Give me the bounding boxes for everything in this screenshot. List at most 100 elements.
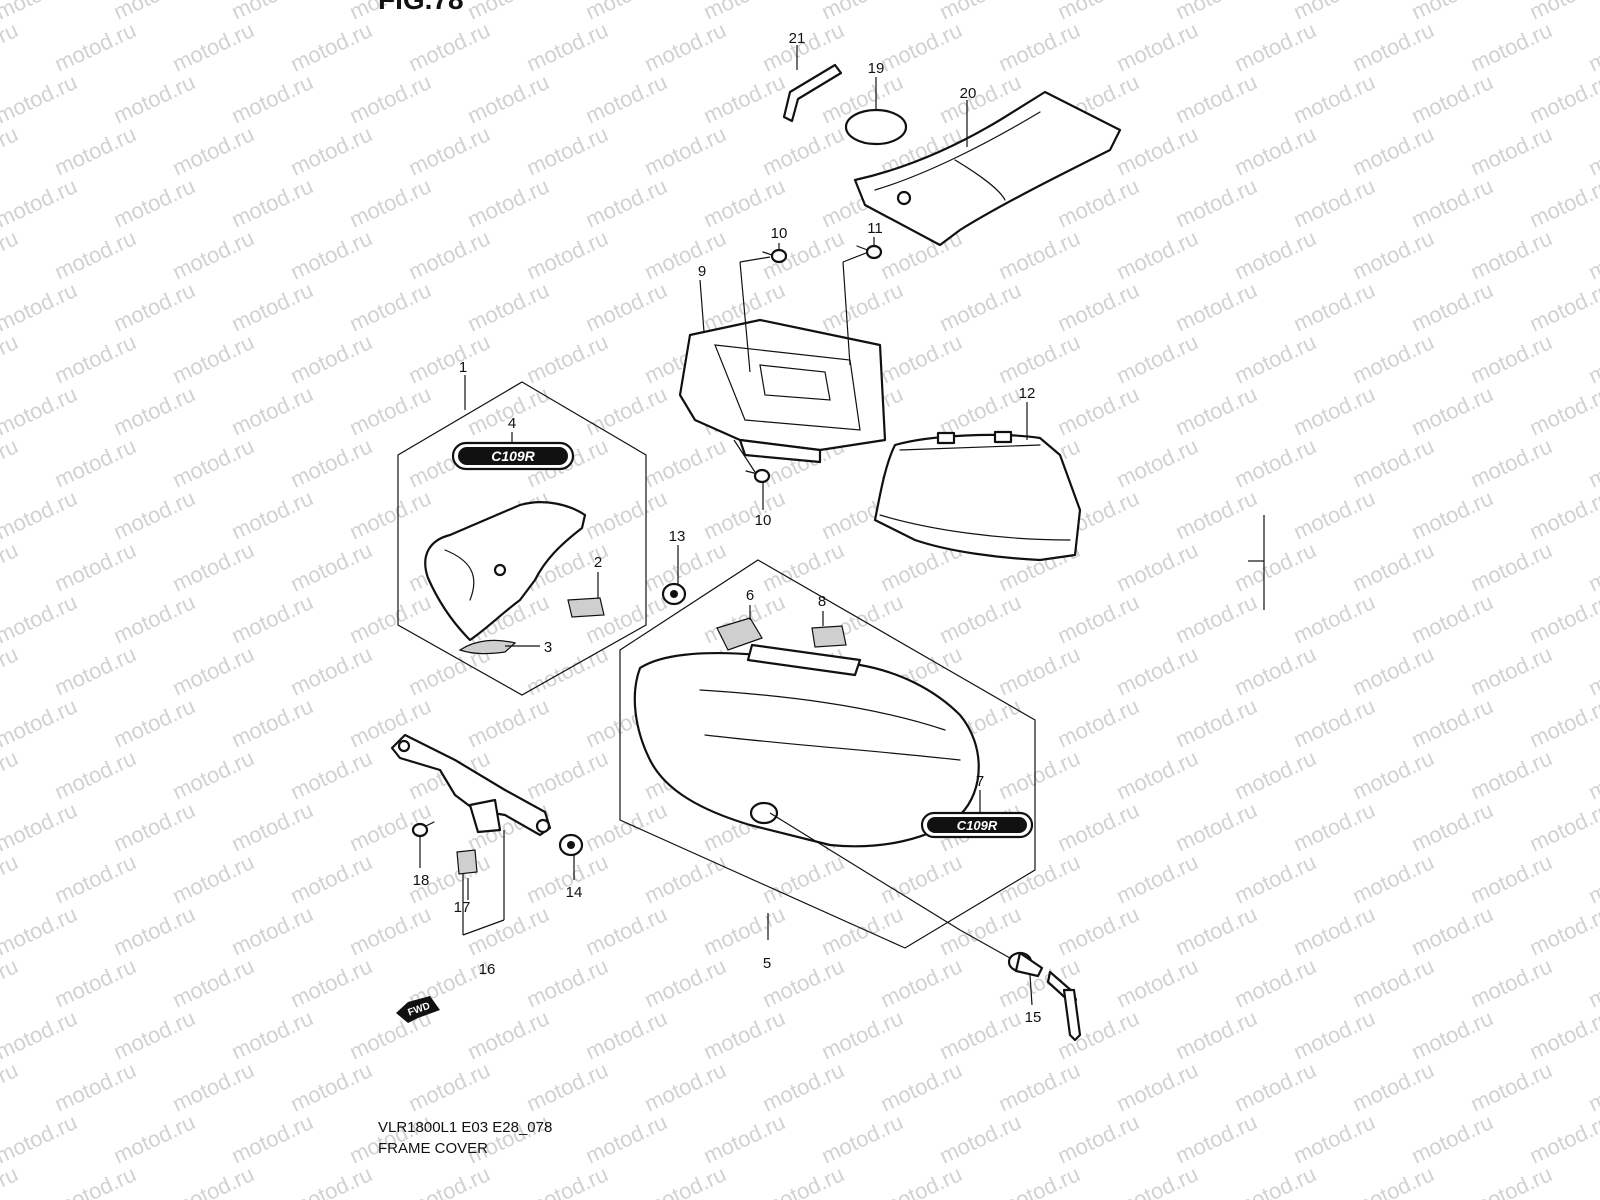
watermark-text: motod.ru <box>0 745 22 804</box>
watermark-text: motod.ru <box>1113 849 1202 908</box>
watermark-text: motod.ru <box>228 381 317 440</box>
watermark-text: motod.ru <box>228 797 317 856</box>
watermark-text: motod.ru <box>995 641 1084 700</box>
watermark-text: motod.ru <box>1526 277 1600 336</box>
watermark-text: motod.ru <box>228 1109 317 1168</box>
watermark-text: motod.ru <box>1349 953 1438 1012</box>
watermark-text: motod.ru <box>169 953 258 1012</box>
grommet-14-hole <box>567 841 575 849</box>
watermark-text: motod.ru <box>287 953 376 1012</box>
watermark-text: motod.ru <box>1585 1057 1600 1116</box>
watermark-text: motod.ru <box>169 1057 258 1116</box>
watermark-text: motod.ru <box>700 173 789 232</box>
watermark-text: motod.ru <box>1526 1109 1600 1168</box>
watermark-text: motod.ru <box>0 121 22 180</box>
watermark-text: motod.ru <box>0 953 22 1012</box>
watermark-text: motod.ru <box>1585 17 1600 76</box>
battery-cover-lower-edge <box>879 514 1071 541</box>
watermark-text: motod.ru <box>877 953 966 1012</box>
callout-15: 15 <box>1025 1009 1042 1026</box>
watermark-text: motod.ru <box>1172 589 1261 648</box>
watermark-text: motod.ru <box>110 277 199 336</box>
watermark-text: motod.ru <box>346 173 435 232</box>
callout-9: 9 <box>698 263 706 280</box>
watermark-text: motod.ru <box>700 901 789 960</box>
watermark-text: motod.ru <box>1408 69 1497 128</box>
leader-lines <box>419 45 1033 1006</box>
watermark-text: motod.ru <box>51 17 140 76</box>
watermark-text: motod.ru <box>1349 1161 1438 1200</box>
watermark-text: motod.ru <box>818 1109 907 1168</box>
watermark-text: motod.ru <box>110 1005 199 1064</box>
bracket-hole-2 <box>535 818 551 834</box>
watermark-text: motod.ru <box>1526 381 1600 440</box>
watermark-text: motod.ru <box>169 433 258 492</box>
watermark-text: motod.ru <box>1231 537 1320 596</box>
watermark-text: motod.ru <box>641 17 730 76</box>
watermark-text: motod.ru <box>1231 121 1320 180</box>
watermark-text: motod.ru <box>1585 953 1600 1012</box>
watermark-text: motod.ru <box>1408 381 1497 440</box>
watermark-text: motod.ru <box>818 901 907 960</box>
watermark-text: motod.ru <box>51 953 140 1012</box>
watermark-text: motod.ru <box>1467 849 1556 908</box>
watermark-text: motod.ru <box>51 433 140 492</box>
watermark-text: motod.ru <box>287 1161 376 1200</box>
callout-11: 11 <box>867 220 883 237</box>
watermark-text: motod.ru <box>1408 901 1497 960</box>
screw-18 <box>411 821 435 838</box>
watermark-text: motod.ru <box>1467 1057 1556 1116</box>
watermark-text: motod.ru <box>110 901 199 960</box>
watermark-text: motod.ru <box>995 225 1084 284</box>
watermark-text: motod.ru <box>523 329 612 388</box>
watermark-text: motod.ru <box>1231 329 1320 388</box>
battery-cover-clip-2 <box>993 430 1013 444</box>
watermark-text: motod.ru <box>110 173 199 232</box>
watermark-text: motod.ru <box>1408 693 1497 752</box>
watermark-text: motod.ru <box>464 1005 553 1064</box>
kit-outline-1 <box>397 381 647 696</box>
watermark-text: motod.ru <box>1408 1109 1497 1168</box>
watermark-text: motod.ru <box>169 225 258 284</box>
watermark-text: motod.ru <box>1408 589 1497 648</box>
diagram-code: VLR1800L1 E03 E28_078 <box>378 1119 553 1136</box>
watermark-text: motod.ru <box>1054 693 1143 752</box>
tool-bag <box>853 90 1122 247</box>
watermark-text: motod.ru <box>51 225 140 284</box>
cover-lock-15 <box>1007 951 1082 1042</box>
bracket-plate <box>468 798 502 834</box>
watermark-text: motod.ru <box>346 589 435 648</box>
pad-2 <box>567 597 605 618</box>
watermark-text: motod.ru <box>0 693 81 752</box>
callout-3: 3 <box>544 639 552 656</box>
watermark-text: motod.ru <box>464 173 553 232</box>
watermark-text: motod.ru <box>1467 641 1556 700</box>
watermark-text: motod.ru <box>759 1057 848 1116</box>
tool-box-opening <box>714 344 861 431</box>
watermark-text: motod.ru <box>1231 225 1320 284</box>
watermark-text: motod.ru <box>169 17 258 76</box>
watermark-text: motod.ru <box>582 901 671 960</box>
watermark-text: motod.ru <box>1172 277 1261 336</box>
watermark-text: motod.ru <box>1054 589 1143 648</box>
watermark-text: motod.ru <box>1526 173 1600 232</box>
watermark-text: motod.ru <box>228 69 317 128</box>
watermark-text: motod.ru <box>759 953 848 1012</box>
watermark-text: motod.ru <box>405 1057 494 1116</box>
watermark-text: motod.ru <box>0 589 81 648</box>
watermark-text: motod.ru <box>405 17 494 76</box>
watermark-text: motod.ru <box>523 225 612 284</box>
watermark-text: motod.ru <box>1054 173 1143 232</box>
watermark-text: motod.ru <box>228 277 317 336</box>
watermark-text: motod.ru <box>464 901 553 960</box>
watermark-text: motod.ru <box>464 693 553 752</box>
watermark-text: motod.ru <box>405 225 494 284</box>
watermark-text: motod.ru <box>936 589 1025 648</box>
watermark-text: motod.ru <box>405 1161 494 1200</box>
watermark-text: motod.ru <box>759 849 848 908</box>
pad-8 <box>811 625 847 648</box>
watermark-text: motod.ru <box>1172 1005 1261 1064</box>
watermark-text: motod.ru <box>1290 277 1379 336</box>
watermark-text: motod.ru <box>818 1005 907 1064</box>
callout-2: 2 <box>594 554 602 571</box>
